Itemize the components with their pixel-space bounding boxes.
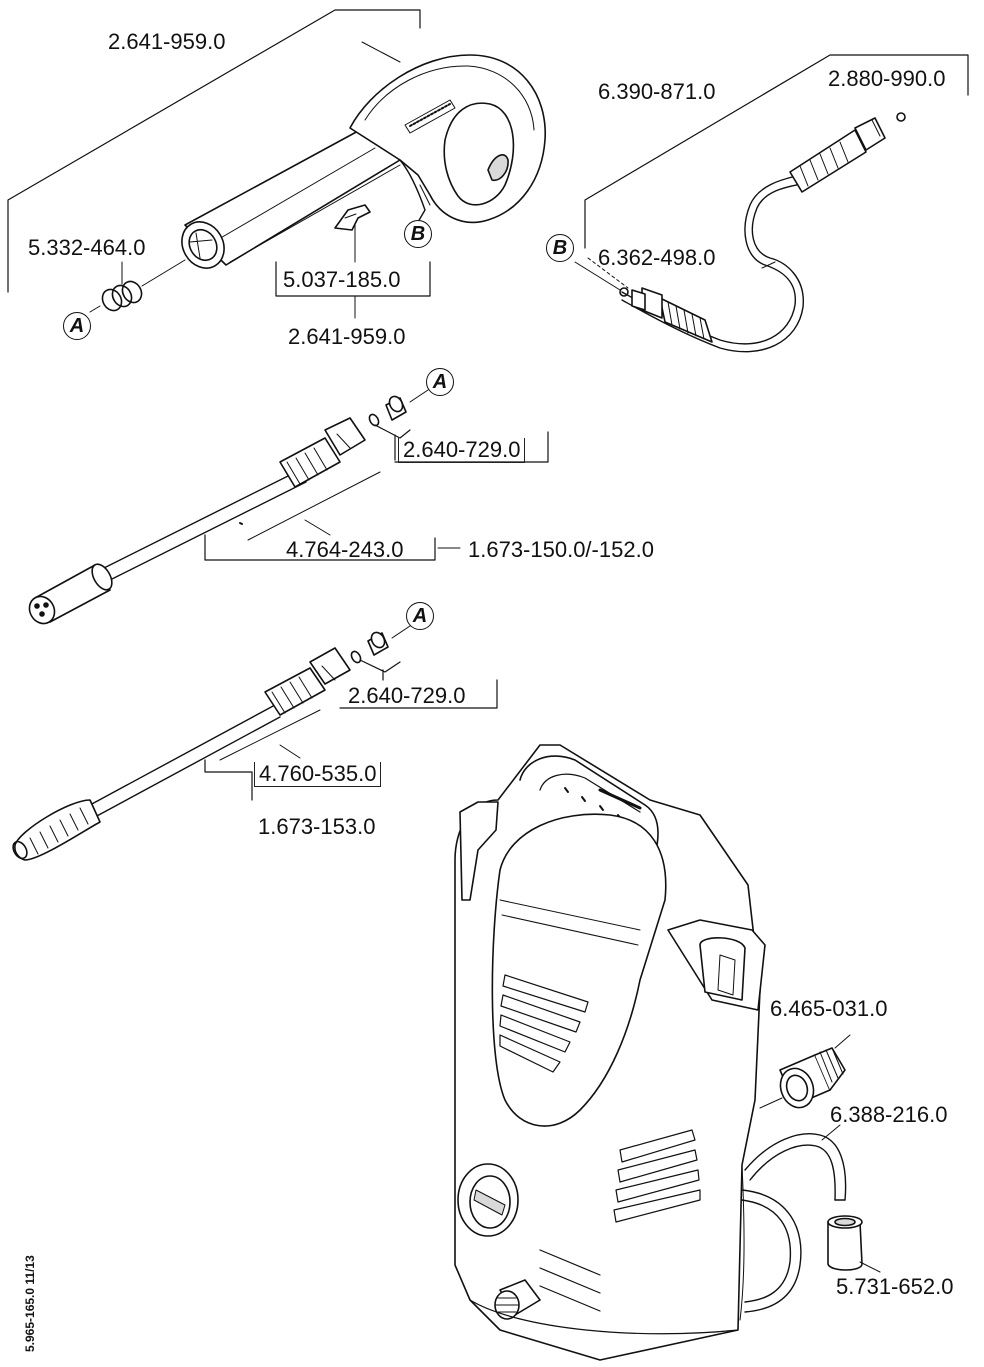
label-gun-assembly-top: 2.641-959.0 (108, 29, 226, 54)
callout-a-lance-2: A (406, 602, 434, 630)
label-lance-1-alt: 1.673-150.0/-152.0 (468, 537, 654, 562)
label-suction-hose: 6.388-216.0 (830, 1102, 948, 1127)
lance-2 (12, 625, 498, 861)
label-hose-seal: 2.880-990.0 (828, 66, 946, 91)
label-gun-assembly-bottom: 2.641-959.0 (288, 324, 406, 349)
label-filter: 5.731-652.0 (836, 1274, 954, 1299)
callout-a-gun: A (63, 312, 91, 340)
spray-gun (7, 9, 546, 293)
high-pressure-hose (574, 54, 969, 353)
label-lance-2-alt: 1.673-153.0 (258, 814, 376, 839)
label-hose: 6.390-871.0 (598, 79, 716, 104)
label-nozzle-kit-2: 2.640-729.0 (348, 683, 466, 708)
document-reference: 5.965-165.0 11/13 (23, 1255, 37, 1352)
o-ring-set-part (89, 259, 186, 313)
suction-hose-assembly (741, 1034, 881, 1313)
label-o-ring-set: 5.332-464.0 (28, 235, 146, 260)
lance-1 (28, 389, 549, 625)
pressure-washer-machine (454, 744, 766, 1361)
label-hose-o-ring: 6.362-498.0 (598, 245, 716, 270)
label-clip: 5.037-185.0 (283, 267, 401, 292)
label-nozzle-kit-1: 2.640-729.0 (398, 438, 526, 463)
clip-part (275, 204, 431, 319)
callout-a-lance-1: A (426, 368, 454, 396)
label-lance-1: 4.764-243.0 (286, 537, 404, 562)
label-lance-2: 4.760-535.0 (254, 762, 382, 787)
label-garden-coupling: 6.465-031.0 (770, 996, 888, 1021)
callout-b-hose: B (546, 234, 574, 262)
callout-b-gun: B (404, 220, 432, 248)
